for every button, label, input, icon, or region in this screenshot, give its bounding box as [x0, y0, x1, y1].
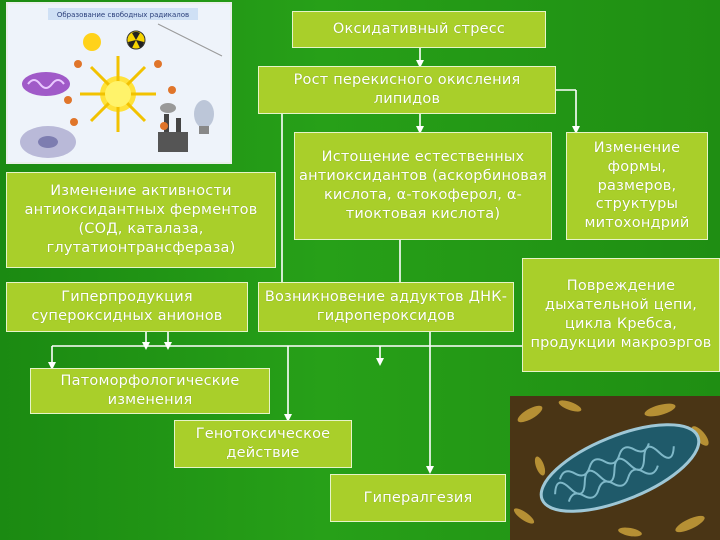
node-lipid-peroxidation-label: Рост перекисного окисления липидов — [263, 71, 551, 109]
node-genotoxic-label: Генотоксическое действие — [179, 425, 347, 463]
node-antioxidant-depletion: Истощение естественных антиоксидантов (а… — [294, 132, 552, 240]
node-antioxidant-depletion-label: Истощение естественных антиоксидантов (а… — [299, 148, 547, 223]
node-superoxide: Гиперпродукция супероксидных анионов — [6, 282, 248, 332]
node-oxidative-stress-label: Оксидативный стресс — [333, 20, 505, 39]
sun-icon — [83, 33, 101, 51]
node-respiratory-damage-label: Повреждение дыхательной цепи, цикла Креб… — [527, 277, 715, 352]
node-pathomorph: Патоморфологические изменения — [30, 368, 270, 414]
free-radicals-drawing: Образование свободных радикалов — [8, 4, 230, 162]
node-enzyme-activity: Изменение активности антиоксидантных фер… — [6, 172, 276, 268]
micrograph-drawing — [510, 396, 720, 540]
node-superoxide-label: Гиперпродукция супероксидных анионов — [11, 288, 243, 326]
sun-burst-icon — [80, 56, 156, 132]
node-oxidative-stress: Оксидативный стресс — [292, 11, 546, 48]
radiation-icon — [127, 31, 145, 49]
node-dna-adducts: Возникновение аддуктов ДНК-гидропероксид… — [258, 282, 514, 332]
node-mitochondria-change: Изменение формы, размеров, структуры мит… — [566, 132, 708, 240]
node-respiratory-damage: Повреждение дыхательной цепи, цикла Креб… — [522, 258, 720, 372]
node-genotoxic: Генотоксическое действие — [174, 420, 352, 468]
node-mitochondria-change-label: Изменение формы, размеров, структуры мит… — [571, 139, 703, 233]
poster-title: Образование свободных радикалов — [57, 11, 189, 19]
mitochondrion-micrograph — [510, 396, 720, 540]
free-radicals-illustration: Образование свободных радикалов — [6, 2, 232, 164]
node-hyperalgesia-label: Гипералгезия — [364, 489, 473, 508]
node-lipid-peroxidation: Рост перекисного окисления липидов — [258, 66, 556, 114]
cell-icon — [20, 126, 76, 158]
node-dna-adducts-label: Возникновение аддуктов ДНК-гидропероксид… — [263, 288, 509, 326]
node-hyperalgesia: Гипералгезия — [330, 474, 506, 522]
node-pathomorph-label: Патоморфологические изменения — [35, 372, 265, 410]
node-enzyme-activity-label: Изменение активности антиоксидантных фер… — [11, 182, 271, 257]
mitochondria-icon — [22, 72, 70, 96]
